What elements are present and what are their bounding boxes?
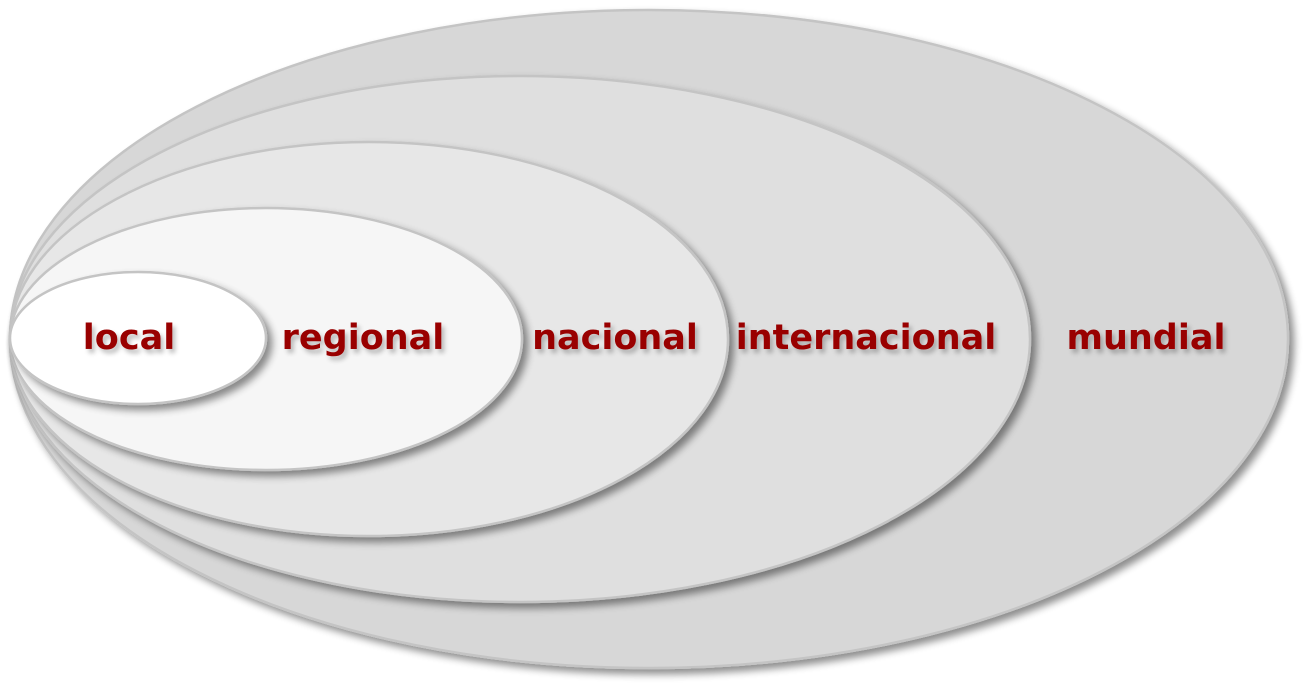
label-regional: regional bbox=[282, 318, 445, 358]
label-internacional: internacional bbox=[736, 318, 997, 358]
label-local: local bbox=[83, 318, 175, 358]
ellipse-local bbox=[8, 270, 268, 406]
label-nacional: nacional bbox=[532, 318, 698, 358]
label-mundial: mundial bbox=[1067, 318, 1226, 358]
